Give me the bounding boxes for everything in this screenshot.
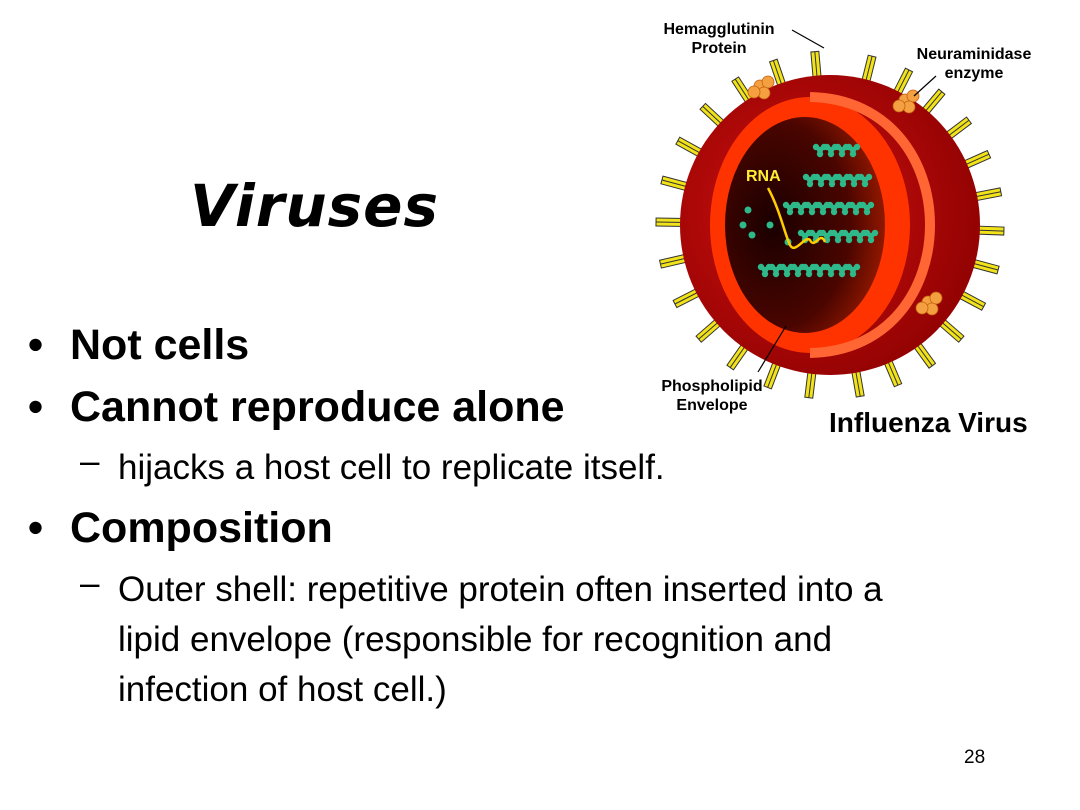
neuraminidase-pointer <box>913 75 937 97</box>
rna-bead <box>739 221 747 229</box>
diagram-caption: Influenza Virus <box>829 407 1028 438</box>
bullet-text: Cannot reproduce alone <box>70 382 565 431</box>
rna-bead <box>772 270 780 278</box>
neuraminidase-ball <box>915 301 929 315</box>
hemagglutinin-label-line1: Hemagglutinin <box>663 21 774 38</box>
sub-bullet-glyph: – <box>80 563 100 603</box>
rna-bead <box>853 263 861 271</box>
hemagglutinin-label-line2: Protein <box>691 40 746 57</box>
rna-strands <box>739 143 879 278</box>
bullet-item: • Not cells <box>28 320 928 372</box>
neuraminidase-ball <box>761 75 775 89</box>
hemagglutinin-pointer <box>791 29 825 49</box>
slide-title: Viruses <box>190 172 440 240</box>
rna-bead <box>856 236 864 244</box>
rna-bead <box>794 270 802 278</box>
rna-bead <box>841 208 849 216</box>
sub-bullet-text: Outer shell: repetitive protein often in… <box>118 569 883 709</box>
rna-bead <box>850 180 858 188</box>
bullet-glyph: • <box>28 321 44 369</box>
neuraminidase-ball <box>906 89 920 103</box>
bullet-text: Not cells <box>70 321 250 369</box>
neuraminidase-ball <box>892 99 906 113</box>
bullet-glyph: • <box>28 382 44 431</box>
rna-bead <box>839 180 847 188</box>
rna-bead <box>806 180 814 188</box>
influenza-virus-diagram: Hemagglutinin Protein Neuraminidase enzy… <box>655 21 1032 414</box>
phospholipid-pointer <box>757 325 787 373</box>
rna-bead <box>797 208 805 216</box>
rna-bead <box>867 236 875 244</box>
sub-bullet-glyph: – <box>80 442 100 482</box>
rna-bead <box>816 270 824 278</box>
page-number: 28 <box>964 747 986 768</box>
rna-bead <box>827 150 835 158</box>
rna-bead <box>816 150 824 158</box>
rna-bead <box>838 270 846 278</box>
rna-bead <box>845 236 853 244</box>
neuraminidase-clusters <box>747 75 943 316</box>
rna-bead <box>744 206 752 214</box>
rna-bead <box>748 231 756 239</box>
viral-core <box>725 117 885 333</box>
neuraminidase-ball <box>747 85 761 99</box>
neuraminidase-label-line1: Neuraminidase <box>917 46 1032 63</box>
bullet-list: • Not cells • Cannot reproduce alone – h… <box>28 320 928 725</box>
sub-bullet-item: – Outer shell: repetitive protein often … <box>28 564 898 715</box>
rna-bead <box>766 221 774 229</box>
rna-bead <box>819 208 827 216</box>
rna-bead <box>805 270 813 278</box>
phospholipid-label-line1: Phospholipid <box>661 378 762 395</box>
sub-bullet-text: hijacks a host cell to replicate itself. <box>118 448 665 488</box>
rna-bead <box>786 208 794 216</box>
rna-bead <box>861 180 869 188</box>
rna-bead <box>783 270 791 278</box>
rna-bead <box>827 270 835 278</box>
rna-bead <box>853 143 861 151</box>
sub-bullet-item: – hijacks a host cell to replicate itsel… <box>28 442 898 493</box>
bullet-item: • Cannot reproduce alone <box>28 382 928 434</box>
rna-bead <box>834 236 842 244</box>
rna-bead <box>830 208 838 216</box>
rna-bead <box>828 180 836 188</box>
shell-cut-edge <box>809 92 935 358</box>
rna-bead <box>808 208 816 216</box>
bullet-glyph: • <box>28 504 44 553</box>
rna-bead <box>849 270 857 278</box>
rna-bead <box>867 201 875 209</box>
rna-bead <box>852 208 860 216</box>
bullet-text: Composition <box>70 504 333 553</box>
rna-strand-yellow <box>766 187 827 249</box>
rna-label: RNA <box>746 168 781 185</box>
rna-bead <box>838 150 846 158</box>
neuraminidase-label-line2: enzyme <box>945 65 1004 82</box>
phospholipid-label-line2: Envelope <box>676 397 747 414</box>
rna-bead <box>849 150 857 158</box>
neuraminidase-ball <box>929 291 943 305</box>
rna-bead <box>761 270 769 278</box>
rna-bead <box>865 173 873 181</box>
rna-bead <box>871 229 879 237</box>
rna-bead <box>863 208 871 216</box>
rna-bead <box>817 180 825 188</box>
bullet-item: • Composition <box>28 503 928 555</box>
